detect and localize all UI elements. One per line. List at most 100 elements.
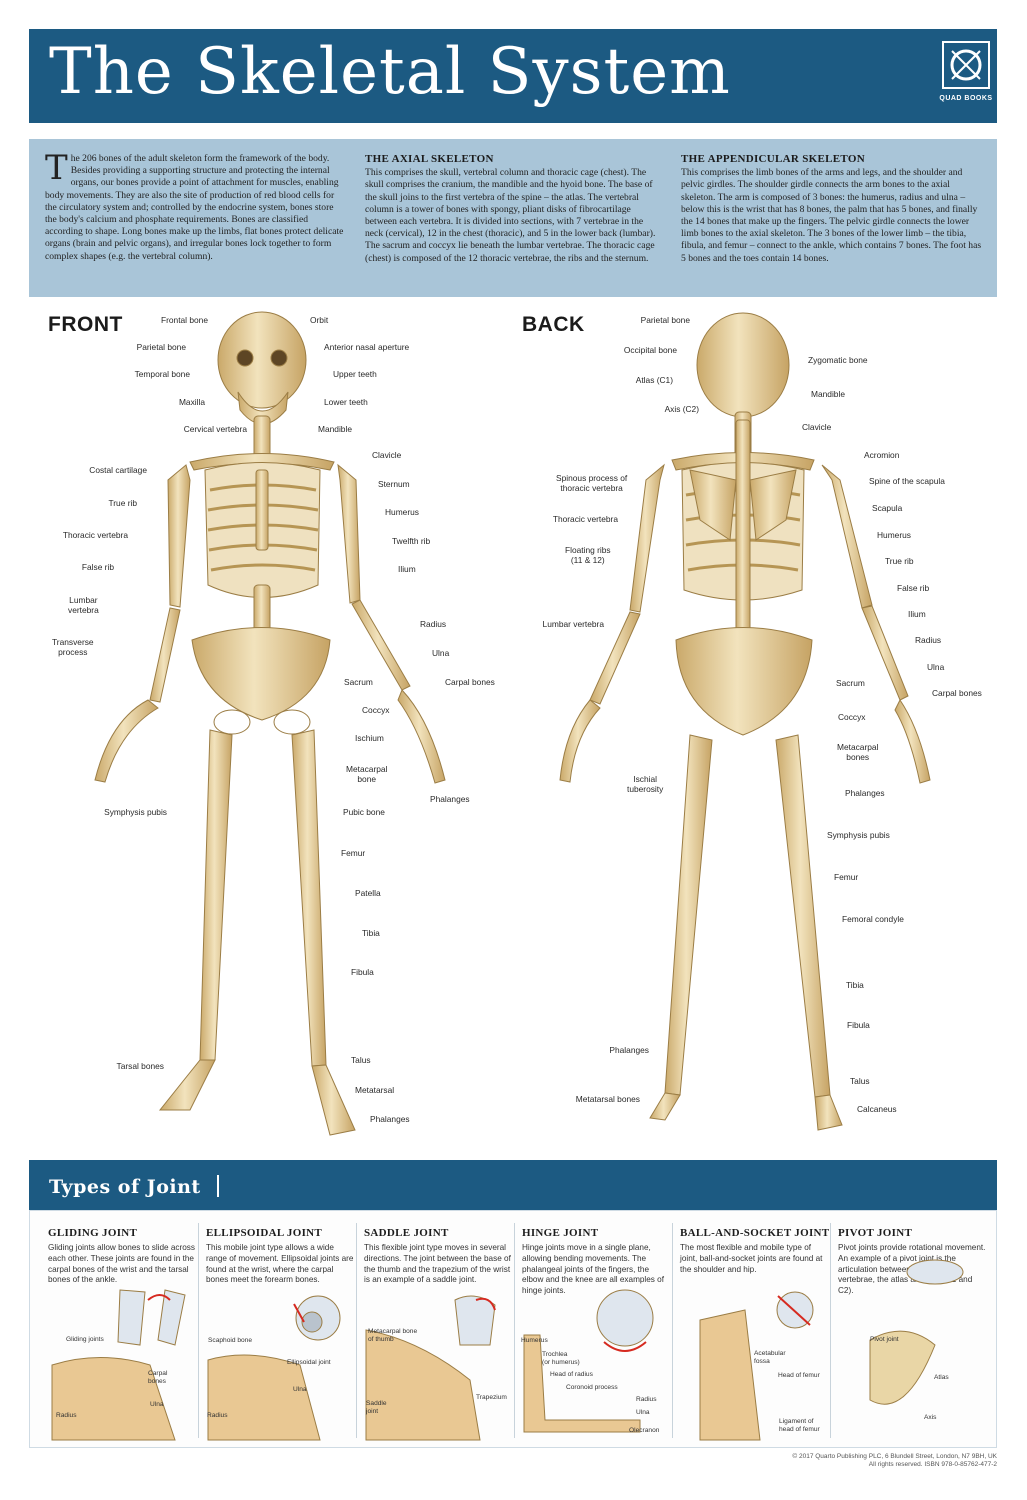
hinge-label: Head of radius bbox=[550, 1371, 593, 1378]
hinge-label: Radius bbox=[636, 1396, 657, 1403]
ellipsoidal-label: Radius bbox=[207, 1412, 228, 1419]
back-label-femoral-condyle: Femoral condyle bbox=[842, 914, 904, 924]
back-label-metacarpal-bones: Metacarpal bones bbox=[837, 742, 879, 762]
skeleton-illustrations bbox=[94, 311, 931, 1136]
back-label-parietal-bone: Parietal bone bbox=[640, 315, 690, 325]
intro-text: he 206 bones of the adult skeleton form … bbox=[45, 153, 344, 262]
back-label-phalanges-foot: Phalanges bbox=[609, 1045, 649, 1055]
back-label-radius: Radius bbox=[915, 635, 942, 645]
front-label-anterior-nasal-aperture: Anterior nasal aperture bbox=[324, 342, 410, 352]
front-label-orbit: Orbit bbox=[310, 315, 329, 325]
front-label-false-rib: False rib bbox=[81, 562, 114, 572]
front-heading: FRONT bbox=[48, 313, 123, 336]
front-label-cervical-vertebra: Cervical vertebra bbox=[183, 424, 247, 434]
joint-title: HINGE JOINT bbox=[522, 1227, 599, 1239]
front-label-ulna: Ulna bbox=[432, 648, 450, 658]
back-label-acromion: Acromion bbox=[864, 450, 900, 460]
gliding-joint-panel: GLIDING JOINT Gliding joints allow bones… bbox=[48, 1227, 198, 1442]
back-label-sacrum: Sacrum bbox=[836, 678, 865, 688]
footer-line: © 2017 Quarto Publishing PLC, 6 Blundell… bbox=[792, 1453, 997, 1460]
front-label-symphysis-pubis: Symphysis pubis bbox=[104, 807, 167, 817]
gliding-label: Ulna bbox=[150, 1401, 164, 1408]
hinge-joint-panel: HINGE JOINT Hinge joints move in a singl… bbox=[522, 1227, 672, 1442]
front-label-phalanges-hand: Phalanges bbox=[430, 794, 470, 804]
back-label-spinous-process: Spinous process of thoracic vertebra bbox=[556, 473, 628, 493]
front-label-maxilla: Maxilla bbox=[178, 397, 205, 407]
front-label-ischium: Ischium bbox=[355, 733, 384, 743]
back-label-talus: Talus bbox=[850, 1076, 870, 1086]
hinge-label: Humerus bbox=[521, 1337, 548, 1344]
appendicular-heading: THE APPENDICULAR SKELETON bbox=[681, 153, 865, 165]
heading-divider bbox=[217, 1175, 219, 1197]
pivot-label: Atlas bbox=[934, 1374, 949, 1381]
front-label-lumbar-vertebra: Lumbar vertebra bbox=[68, 595, 99, 615]
pivot-joint-panel: PIVOT JOINT Pivot joints provide rotatio… bbox=[838, 1227, 988, 1442]
hinge-label: Ulna bbox=[636, 1409, 650, 1416]
footer-line: All rights reserved. ISBN 978-0-85762-47… bbox=[868, 1461, 997, 1468]
back-label-atlas: Atlas (C1) bbox=[635, 375, 673, 385]
back-label-spine-of-scapula: Spine of the scapula bbox=[869, 476, 945, 486]
front-label-temporal-bone: Temporal bone bbox=[134, 369, 190, 379]
back-label-ilium: Ilium bbox=[908, 609, 926, 619]
front-label-humerus: Humerus bbox=[385, 507, 419, 517]
copyright-footer: © 2017 Quarto Publishing PLC, 6 Blundell… bbox=[792, 1453, 997, 1469]
front-label-sacrum: Sacrum bbox=[344, 677, 373, 687]
joint-divider bbox=[356, 1223, 357, 1438]
axial-heading: THE AXIAL SKELETON bbox=[365, 153, 494, 165]
back-label-zygomatic-bone: Zygomatic bone bbox=[808, 355, 868, 365]
front-label-parietal-bone: Parietal bone bbox=[136, 342, 186, 352]
front-label-ilium: Ilium bbox=[398, 564, 416, 574]
saddle-label: Metacarpal bone of thumb bbox=[368, 1328, 418, 1343]
back-label-lumbar-vertebra: Lumbar vertebra bbox=[542, 619, 604, 629]
appendicular-text: This comprises the limb bones of the arm… bbox=[681, 167, 982, 264]
back-label-tibia: Tibia bbox=[846, 980, 864, 990]
joint-title: PIVOT JOINT bbox=[838, 1227, 913, 1239]
back-label-true-rib: True rib bbox=[885, 556, 914, 566]
back-label-humerus: Humerus bbox=[877, 530, 911, 540]
front-label-twelfth-rib: Twelfth rib bbox=[392, 536, 431, 546]
front-label-sternum: Sternum bbox=[378, 479, 410, 489]
ball-socket-label: Head of femur bbox=[778, 1372, 820, 1379]
front-skeleton bbox=[94, 311, 446, 1136]
front-label-tibia: Tibia bbox=[362, 928, 380, 938]
quad-books-logo-icon bbox=[942, 41, 990, 89]
ball-and-socket-joint-panel: BALL-AND-SOCKET JOINT The most flexible … bbox=[680, 1227, 830, 1442]
gliding-label: Gliding joints bbox=[66, 1336, 104, 1343]
hinge-label: Coronoid process bbox=[566, 1384, 618, 1391]
back-heading: BACK bbox=[522, 313, 585, 336]
axial-text: This comprises the skull, vertebral colu… bbox=[365, 167, 656, 264]
title-banner: The Skeletal System QUAD BOOKS bbox=[29, 29, 997, 123]
back-label-coccyx: Coccyx bbox=[838, 712, 866, 722]
saddle-label: Trapezium bbox=[476, 1394, 507, 1401]
saddle-joint-panel: SADDLE JOINT This flexible joint type mo… bbox=[364, 1227, 514, 1442]
joint-description: Hinge joints move in a single plane, all… bbox=[522, 1243, 665, 1296]
back-label-calcaneus: Calcaneus bbox=[857, 1104, 897, 1114]
joint-title: GLIDING JOINT bbox=[48, 1227, 138, 1239]
front-label-lower-teeth: Lower teeth bbox=[324, 397, 368, 407]
front-label-femur: Femur bbox=[341, 848, 366, 858]
back-label-symphysis-pubis: Symphysis pubis bbox=[827, 830, 890, 840]
back-label-clavicle: Clavicle bbox=[802, 422, 832, 432]
front-label-mandible: Mandible bbox=[318, 424, 352, 434]
pivot-label: Pivot joint bbox=[870, 1336, 899, 1343]
joint-description: Pivot joints provide rotational movement… bbox=[838, 1243, 986, 1296]
front-label-tarsal-bones: Tarsal bones bbox=[116, 1061, 164, 1071]
back-label-false-rib: False rib bbox=[897, 583, 930, 593]
pivot-label: Axis bbox=[924, 1414, 937, 1421]
ellipsoidal-joint-panel: ELLIPSOIDAL JOINT This mobile joint type… bbox=[206, 1227, 356, 1442]
ellipsoidal-label: Scaphoid bone bbox=[208, 1337, 252, 1344]
joint-description: This flexible joint type moves in severa… bbox=[364, 1243, 511, 1285]
page-title: The Skeletal System bbox=[49, 35, 731, 109]
ellipsoidal-label: Ellipsoidal joint bbox=[287, 1359, 331, 1366]
joint-title: SADDLE JOINT bbox=[364, 1227, 449, 1239]
back-label-metatarsal-bones: Metatarsal bones bbox=[575, 1094, 640, 1104]
front-label-metatarsal: Metatarsal bbox=[355, 1085, 395, 1095]
hinge-label: Olecranon bbox=[629, 1427, 660, 1434]
front-label-coccyx: Coccyx bbox=[362, 705, 390, 715]
front-label-patella: Patella bbox=[355, 888, 381, 898]
joint-title: BALL-AND-SOCKET JOINT bbox=[680, 1227, 830, 1239]
front-label-metacarpal-bone: Metacarpal bone bbox=[346, 764, 388, 784]
ellipsoidal-label: Ulna bbox=[293, 1386, 307, 1393]
